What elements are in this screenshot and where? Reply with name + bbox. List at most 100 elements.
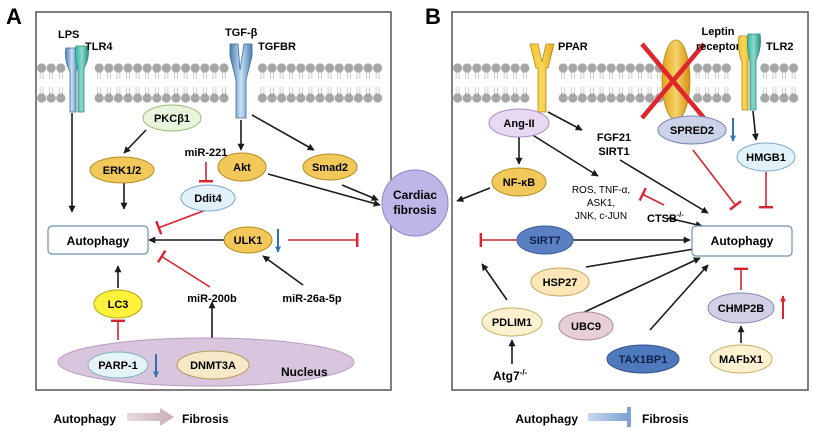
lipid-head — [702, 93, 712, 103]
lipid-head — [171, 93, 181, 103]
lipid-head — [113, 93, 123, 103]
lipid-head — [373, 93, 383, 103]
lipid-head — [209, 63, 219, 73]
node-pkcb1: PKCβ1 — [142, 104, 202, 132]
lipid-head — [481, 63, 491, 73]
lipid-head — [190, 63, 200, 73]
lipid-head — [152, 93, 162, 103]
lipid-head — [520, 63, 530, 73]
lipid-head — [481, 93, 491, 103]
node-hmgb1: HMGB1 — [736, 142, 796, 172]
lipid-head — [37, 93, 47, 103]
edge-ubc9-autophagy — [575, 257, 701, 317]
node-chmp2b: CHMP2B — [707, 292, 775, 324]
lipid-head — [325, 63, 335, 73]
edge-fgf21-autophagy — [619, 159, 709, 214]
lipid-head — [645, 63, 655, 73]
lipid-head — [558, 93, 568, 103]
panel-b-edges — [456, 110, 773, 364]
lipid-head — [209, 93, 219, 103]
lipid-head — [616, 93, 626, 103]
ros-label-2: ASK1, — [587, 198, 615, 209]
lipid-head — [123, 93, 133, 103]
node-smad2: Smad2 — [302, 153, 358, 181]
lipid-head — [568, 63, 578, 73]
lipid-head — [491, 93, 501, 103]
lipid-head — [219, 93, 229, 103]
lipid-head — [501, 63, 511, 73]
lipid-head — [113, 63, 123, 73]
lipid-head — [142, 93, 152, 103]
lipid-head — [606, 63, 616, 73]
lipid-head — [123, 63, 133, 73]
autophagy-a-label: Autophagy — [67, 234, 130, 248]
legend-b: Autophagy Fibrosis — [515, 407, 689, 427]
edge-tlr2-hmgb1 — [751, 110, 759, 141]
lipid-head — [315, 63, 325, 73]
lipid-head — [277, 93, 287, 103]
akt-label: Akt — [233, 162, 251, 174]
spred2-label: SPRED2 — [670, 125, 714, 137]
sirt7-label: SIRT7 — [529, 235, 560, 247]
lipid-head — [472, 93, 482, 103]
lipid-head — [296, 93, 306, 103]
lipid-head — [344, 63, 354, 73]
node-parp1: PARP-1 — [87, 351, 149, 379]
edge-ctsb-ros — [638, 187, 665, 206]
node-dnmt3a: DNMT3A — [176, 350, 250, 380]
fgf21-label: FGF21 — [597, 132, 631, 144]
lipid-head — [104, 63, 114, 73]
lipid-head — [133, 93, 143, 103]
mir26a-label: miR-26a-5p — [282, 293, 342, 305]
lipid-head — [760, 93, 770, 103]
lipid-head — [37, 63, 47, 73]
edge-angii-ros — [530, 133, 599, 177]
lipid-head — [721, 63, 732, 73]
tax1bp1-label: TAX1BP1 — [619, 354, 668, 366]
lipid-head — [769, 93, 780, 103]
nfkb-label: NF-κB — [503, 177, 535, 189]
edge-ddit4-autophagy — [155, 209, 207, 235]
lipid-head — [94, 63, 104, 73]
lipid-head — [693, 63, 703, 73]
lipid-head — [510, 93, 520, 103]
mafbx1-label: MAFbX1 — [719, 354, 763, 366]
lipid-head — [779, 63, 789, 73]
edge-smad2-fibrosis — [341, 184, 379, 201]
edge-ctsb-autophagy — [667, 217, 703, 228]
lipid-head — [635, 63, 645, 73]
lipid-head — [325, 93, 335, 103]
node-mafbx1: MAFbX1 — [709, 344, 773, 374]
lipid-head — [616, 63, 626, 73]
edge-spred2-autophagy — [692, 149, 742, 211]
edge-pkcb1-erk — [123, 129, 147, 154]
tgfb-label: TGF-β — [225, 27, 258, 39]
lipid-head — [334, 63, 344, 73]
lipid-head — [625, 63, 636, 73]
erk12-label: ERK1/2 — [103, 165, 142, 177]
lipid-head — [152, 63, 162, 73]
lipid-head — [606, 93, 616, 103]
hsp27-label: HSP27 — [543, 277, 578, 289]
lipid-head — [142, 63, 152, 73]
lipid-head — [267, 93, 277, 103]
lps-label: LPS — [58, 29, 79, 41]
ros-label-3: JNK, c-JUN — [575, 211, 627, 222]
ubc9-label: UBC9 — [571, 321, 601, 333]
cardiac-label: Cardiac — [393, 188, 437, 202]
lipid-head — [171, 63, 181, 73]
mir200b-label: miR-200b — [187, 293, 237, 305]
tlr4-label: TLR4 — [85, 41, 113, 53]
lipid-head — [161, 93, 171, 103]
lipid-head — [181, 63, 191, 73]
edge-nfkb-fibrosis — [456, 187, 491, 202]
legend-b-bar — [588, 413, 628, 421]
node-sirt7: SIRT7 — [516, 225, 574, 255]
node-pdlim1: PDLIM1 — [481, 307, 543, 337]
lipid-head — [779, 93, 789, 103]
lipid-head — [789, 63, 799, 73]
hmgb1-label: HMGB1 — [746, 152, 786, 164]
lipid-head — [693, 93, 703, 103]
lipid-head — [645, 93, 655, 103]
lipid-head — [558, 63, 568, 73]
